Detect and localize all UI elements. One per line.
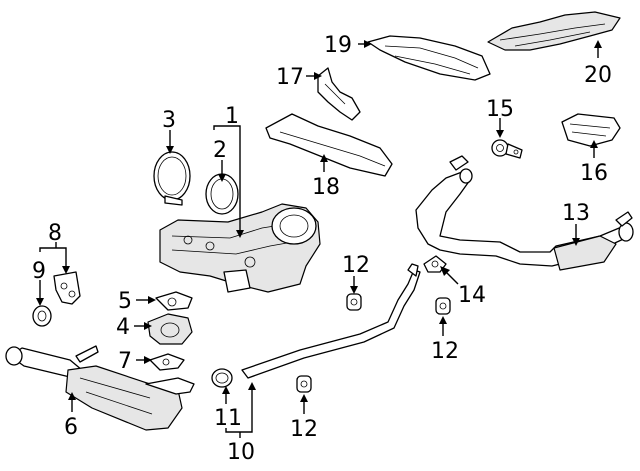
callout-15: 15: [486, 97, 514, 122]
leader-lines: [36, 40, 602, 438]
part-6-front-pipe-converter[interactable]: [5, 345, 195, 431]
part-20-heat-shield[interactable]: [487, 11, 621, 51]
callout-2: 2: [213, 138, 227, 163]
part-19-floor-shield[interactable]: [367, 35, 491, 81]
callout-12-a: 12: [342, 253, 370, 278]
callout-4: 4: [116, 315, 130, 340]
callout-10: 10: [227, 440, 255, 465]
part-5-gasket[interactable]: [155, 291, 193, 311]
callout-3: 3: [162, 108, 176, 133]
part-12-isolator-b[interactable]: [435, 297, 451, 315]
part-15-sensor[interactable]: [491, 139, 523, 159]
callout-20: 20: [584, 63, 612, 88]
part-18-heat-shield-strip[interactable]: [265, 113, 393, 177]
callout-19: 19: [324, 33, 352, 58]
part-10-intermediate-pipe[interactable]: [241, 263, 421, 379]
part-11-clamp[interactable]: [211, 368, 233, 388]
callout-16: 16: [580, 161, 608, 186]
part-2-gasket[interactable]: [205, 173, 239, 215]
callout-5: 5: [118, 289, 132, 314]
callout-14: 14: [458, 283, 486, 308]
part-3-clamp[interactable]: [153, 151, 191, 206]
callout-8: 8: [48, 221, 62, 246]
part-1-catalytic-converter[interactable]: [159, 203, 321, 293]
callout-13: 13: [562, 201, 590, 226]
part-16-module[interactable]: [561, 113, 621, 147]
callout-18: 18: [312, 175, 340, 200]
part-4-flange[interactable]: [147, 313, 193, 345]
part-17-bracket[interactable]: [317, 67, 361, 121]
callout-12-b: 12: [431, 339, 459, 364]
callout-6: 6: [64, 415, 78, 440]
part-12-isolator-a[interactable]: [346, 293, 362, 311]
part-12-isolator-c[interactable]: [296, 375, 312, 393]
callout-7: 7: [118, 349, 132, 374]
callout-17: 17: [276, 65, 304, 90]
callout-labels: 1 2 3 4 5 6 7 8 9 10 11 12 12 12 13 14 1…: [32, 33, 612, 465]
callout-12-c: 12: [290, 417, 318, 442]
callout-11: 11: [214, 406, 242, 431]
callout-9: 9: [32, 259, 46, 284]
part-9-isolator[interactable]: [32, 305, 52, 327]
part-7-gasket[interactable]: [149, 353, 185, 371]
part-8-hanger-bracket[interactable]: [53, 271, 81, 305]
callout-1: 1: [225, 104, 239, 129]
